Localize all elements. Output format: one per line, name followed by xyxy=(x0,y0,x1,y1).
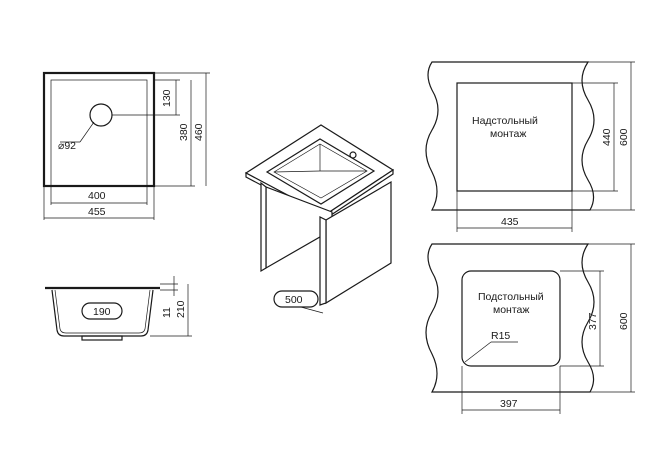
cabinet-width-label: 500 xyxy=(285,294,303,306)
undermount-cutout-height-label: 377 xyxy=(587,312,599,330)
depth-label: 210 xyxy=(175,300,187,318)
sink-outer-outline xyxy=(42,71,156,188)
corner-radius-label: R15 xyxy=(491,330,510,342)
height-outer-label: 460 xyxy=(193,123,205,141)
undermount-cabinet-height-label: 600 xyxy=(618,312,630,330)
cabinet-width-bubble xyxy=(273,290,319,308)
undermount-cutout xyxy=(461,270,561,367)
undermount-cutout-width-label: 397 xyxy=(500,398,518,410)
undermount-label-line1: Подстольный xyxy=(478,291,544,303)
width-inner-label: 400 xyxy=(88,190,106,202)
side-view: 190 11 210 xyxy=(45,276,192,341)
overmount-label-line2: монтаж xyxy=(490,128,526,140)
hole-offset-label: 130 xyxy=(161,89,173,107)
undermount-view: Подстольный монтаж R15 377 600 397 xyxy=(425,243,635,414)
faucet-hole xyxy=(349,151,357,159)
overmount-cutout xyxy=(456,82,573,192)
diameter-leader xyxy=(79,121,95,143)
top-view: ⌀92 400 455 130 380 460 xyxy=(42,71,210,220)
isometric-view: 500 xyxy=(244,124,395,314)
height-inner-label: 380 xyxy=(178,123,190,141)
hole-diameter-label: ⌀92 xyxy=(58,140,76,152)
overmount-cabinet-height-label: 600 xyxy=(618,128,630,146)
rim-thickness-label: 11 xyxy=(161,307,173,318)
width-outer-label: 455 xyxy=(88,206,106,218)
undermount-label-line2: монтаж xyxy=(493,304,529,316)
radius-leader xyxy=(464,341,492,363)
sink-opening xyxy=(265,138,376,205)
overmount-cutout-height-label: 440 xyxy=(601,128,613,146)
bowl-diameter-label: 190 xyxy=(93,306,111,318)
overmount-label-line1: Надстольный xyxy=(472,115,538,127)
drain-outlet xyxy=(81,335,123,341)
overmount-cutout-width-label: 435 xyxy=(501,216,519,228)
overmount-view: Надстольный монтаж 440 600 435 xyxy=(425,61,635,232)
sink-bowl-outline xyxy=(50,79,148,187)
bowl-diameter-bubble xyxy=(81,302,123,320)
